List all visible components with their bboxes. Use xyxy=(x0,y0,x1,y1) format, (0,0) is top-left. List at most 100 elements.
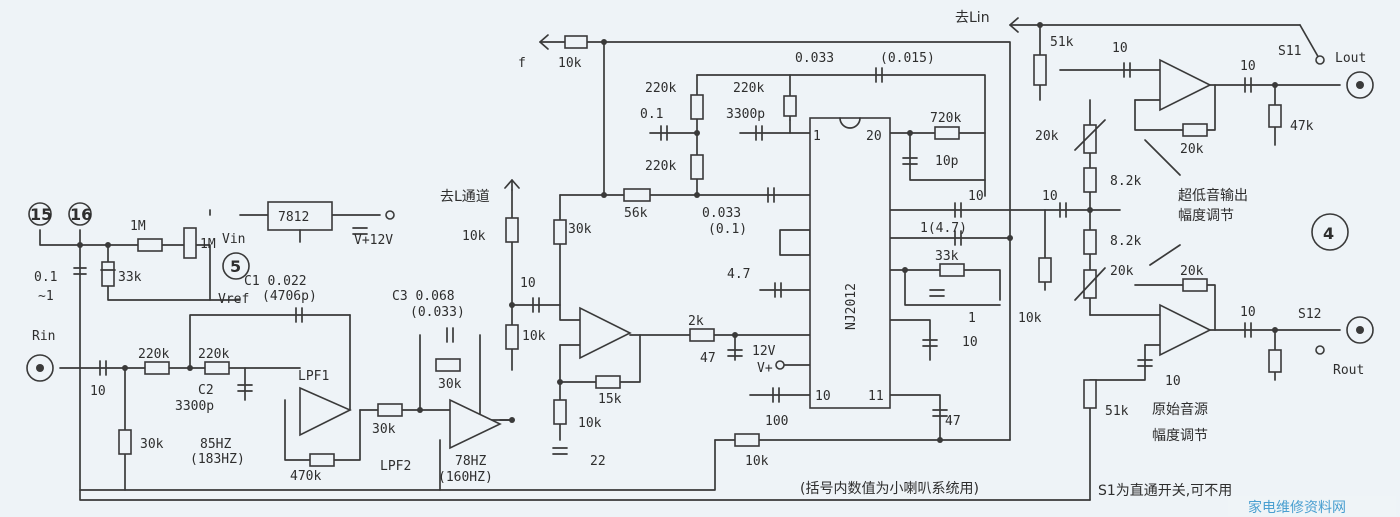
label-s1-note: S1为直通开关,可不用 xyxy=(1098,482,1232,499)
label-r10k-b: 10k xyxy=(578,416,602,431)
label-r33k: 33k xyxy=(935,249,959,264)
label-r33k-l: 33k xyxy=(118,270,142,285)
label-r56k: 56k xyxy=(624,206,648,221)
label-vin: Vin xyxy=(222,232,245,247)
label-c4-7: 4.7 xyxy=(727,267,750,282)
label-to-lin: 去Lin xyxy=(955,10,990,26)
label-terminal-16: 16 xyxy=(70,205,92,224)
label-c3300p: 3300p xyxy=(726,107,765,122)
label-c1-47: 1(4.7) xyxy=(920,221,967,236)
label-r220k-l2: 220k xyxy=(198,347,229,362)
label-c0033b: 0.033 xyxy=(702,206,741,221)
label-f85: 85HZ xyxy=(200,437,231,452)
label-r10k-r: 10k xyxy=(1018,311,1042,326)
label-c10-in: 10 xyxy=(90,384,106,399)
label-c2-val: 3300p xyxy=(175,399,214,414)
label-r30k-m: 30k xyxy=(372,422,396,437)
label-c0015: (0.015) xyxy=(880,51,935,66)
junction-dots xyxy=(77,22,1278,443)
label-c10-r: 10 xyxy=(968,189,984,204)
label-r1m-a: 1M xyxy=(130,219,146,234)
label-r220k-a: 220k xyxy=(645,81,676,96)
label-r720k: 720k xyxy=(930,111,961,126)
label-s11: S11 xyxy=(1278,44,1301,59)
label-r20k-b: 20k xyxy=(1180,142,1204,157)
label-r30k-f: 30k xyxy=(438,377,462,392)
label-regulator: 7812 xyxy=(278,210,309,225)
label-c10-f: 10 xyxy=(1165,374,1181,389)
label-r51k: 51k xyxy=(1050,35,1074,50)
components xyxy=(26,17,1374,467)
label-c1: 1 xyxy=(968,311,976,326)
label-12v: 12V xyxy=(752,344,776,359)
label-r47k: 47k xyxy=(1290,119,1314,134)
label-c100: 100 xyxy=(765,414,788,429)
label-c1-paren: (4706p) xyxy=(262,289,317,304)
label-s12: S12 xyxy=(1298,307,1321,322)
label-r20k-d: 20k xyxy=(1180,264,1204,279)
label-r30k-l: 30k xyxy=(140,437,164,452)
label-vplus: V+ xyxy=(757,361,773,376)
label-f183: (183HZ) xyxy=(190,452,245,467)
label-r1m-b: 1M xyxy=(200,237,216,252)
label-c01: 0.1 xyxy=(640,107,663,122)
ic-pin-1: 1 xyxy=(813,129,821,144)
label-lout: Lout xyxy=(1335,51,1366,66)
label-r20k-a: 20k xyxy=(1035,129,1059,144)
label-section-4: 4 xyxy=(1323,224,1334,243)
label-c10-t: 10 xyxy=(1112,41,1128,56)
label-r15k: 15k xyxy=(598,392,622,407)
label-terminal-15: 15 xyxy=(30,205,52,224)
ic-pin-11: 11 xyxy=(868,389,884,404)
label-r51k-b: 51k xyxy=(1105,404,1129,419)
label-c10-o: 10 xyxy=(1240,59,1256,74)
label-c10-mid: 10 xyxy=(520,276,536,291)
label-sub-adjust-2: 幅度调节 xyxy=(1178,208,1234,224)
label-r82k-b: 8.2k xyxy=(1110,234,1141,249)
label-r10k-low: 10k xyxy=(522,329,546,344)
label-orig-adjust-2: 幅度调节 xyxy=(1152,428,1208,444)
component-labels: f 10k 0.033 (0.015) 220k 220k 0.1 3300p … xyxy=(30,10,1396,516)
label-c1-val: C1 0.022 xyxy=(244,274,307,289)
ic-pin-20: 20 xyxy=(866,129,882,144)
label-c3-paren: (0.033) xyxy=(410,305,465,320)
label-rout: Rout xyxy=(1333,363,1364,378)
label-c10-x: 10 xyxy=(1042,189,1058,204)
label-lpf1: LPF1 xyxy=(298,369,329,384)
label-r10k-top: 10k xyxy=(558,56,582,71)
label-c2: C2 xyxy=(198,383,214,398)
label-r30k: 30k xyxy=(568,222,592,237)
label-c01b: (0.1) xyxy=(708,222,747,237)
label-r82k-a: 8.2k xyxy=(1110,174,1141,189)
label-c47b: 47 xyxy=(945,414,961,429)
label-note: (括号内数值为小喇叭系统用) xyxy=(800,481,979,497)
label-c10-o2: 10 xyxy=(1240,305,1256,320)
label-c01-l: 0.1 xyxy=(34,270,57,285)
label-r220k-b: 220k xyxy=(733,81,764,96)
label-sub-adjust-1: 超低音输出 xyxy=(1178,187,1248,204)
label-lpf2: LPF2 xyxy=(380,459,411,474)
label-section-5: 5 xyxy=(230,257,241,276)
label-c10-b: 10 xyxy=(962,335,978,350)
label-c0033: 0.033 xyxy=(795,51,834,66)
label-ic-name: NJ2012 xyxy=(844,283,859,330)
label-r220k-l1: 220k xyxy=(138,347,169,362)
label-c10p: 10p xyxy=(935,154,959,169)
label-r10k-mid: 10k xyxy=(462,229,486,244)
label-c1-l: ~1 xyxy=(38,289,54,304)
label-r220k-c: 220k xyxy=(645,159,676,174)
label-to-l-channel: 去L通道 xyxy=(440,189,490,205)
label-f160: (160HZ) xyxy=(438,470,493,485)
label-v12: V+12V xyxy=(354,233,393,248)
label-c3-val: C3 0.068 xyxy=(392,289,455,304)
watermark-text: 家电维修资料网 xyxy=(1248,499,1346,516)
label-r10k-bot: 10k xyxy=(745,454,769,469)
label-r2k: 2k xyxy=(688,314,704,329)
label-f78: 78HZ xyxy=(455,454,486,469)
label-rin: Rin xyxy=(32,329,55,344)
label-orig-adjust-1: 原始音源 xyxy=(1152,401,1208,418)
ic-pin-10: 10 xyxy=(815,389,831,404)
label-r470k: 470k xyxy=(290,469,321,484)
label-c22: 22 xyxy=(590,454,606,469)
label-f: f xyxy=(518,56,526,71)
